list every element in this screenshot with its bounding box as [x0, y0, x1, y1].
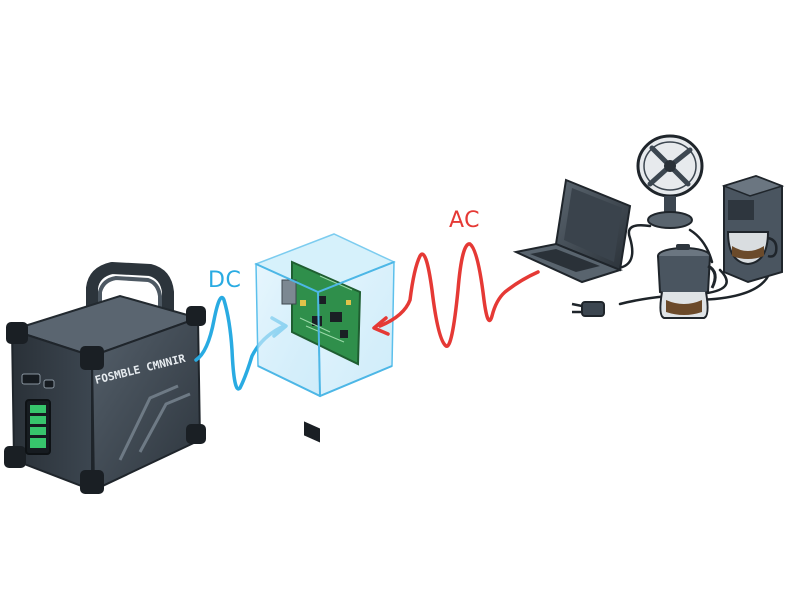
- laptop-icon: [512, 178, 632, 284]
- ac-signal-waveform: [372, 242, 540, 348]
- dc-label: DC: [208, 268, 242, 293]
- ac-label: AC: [449, 208, 481, 233]
- desk-fan-icon: [636, 134, 704, 229]
- kettle-icon: [657, 244, 717, 319]
- power-plug-icon: [571, 301, 605, 317]
- battery-level-indicator: [25, 399, 51, 455]
- portable-power-station-icon: FOSMBLE CMNNIR: [4, 262, 206, 494]
- inverter-circuit-board-icon: [254, 233, 396, 443]
- ac-arrowhead: [372, 316, 390, 336]
- coffee-maker-icon: [721, 174, 785, 284]
